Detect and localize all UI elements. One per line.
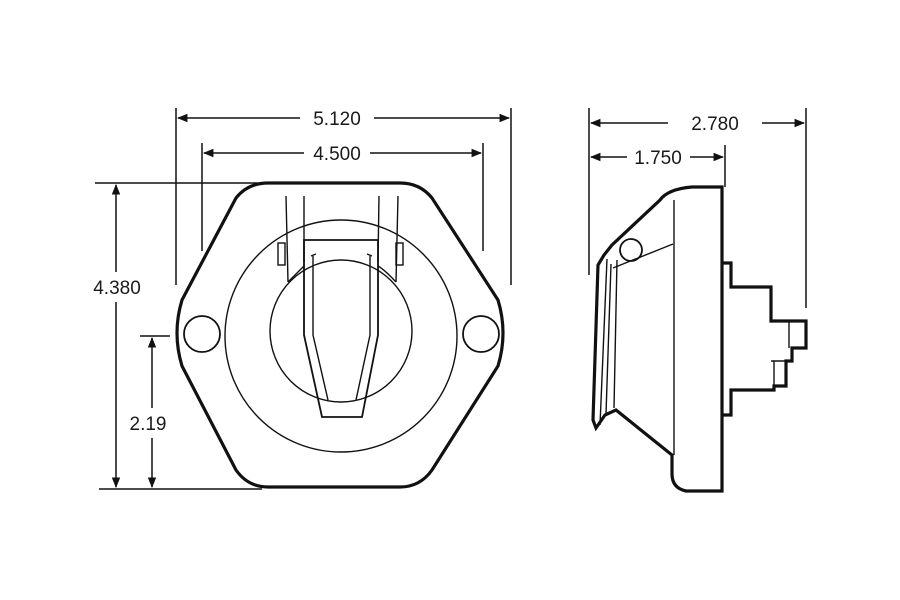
- side-dimensions: 2.780 1.750: [588, 108, 807, 308]
- dim-overall-width: 5.120: [313, 109, 361, 130]
- dim-overall-depth: 2.780: [691, 114, 739, 135]
- front-dimensions: 5.120 4.500 4.380 2.19: [93, 108, 512, 490]
- hinge-pin-side: [619, 238, 643, 262]
- front-view: [175, 181, 505, 489]
- dim-hole-spacing: 4.500: [313, 144, 361, 165]
- mounting-hole-right: [462, 315, 500, 353]
- flange-outline: [175, 181, 505, 489]
- mounting-hole-left: [183, 315, 221, 353]
- flange-side: [591, 185, 724, 493]
- hinge-pin-right: [395, 242, 404, 266]
- side-view: [591, 185, 808, 493]
- hinge-bracket-right: [377, 195, 399, 283]
- socket-insert-circle: [269, 259, 413, 403]
- dim-overall-height: 4.380: [93, 278, 141, 299]
- socket-face-circle: [224, 219, 458, 453]
- socket-cover-lid: [303, 239, 379, 418]
- hinge-pin-left: [277, 242, 286, 266]
- rear-boss: [722, 261, 808, 417]
- dim-body-depth: 1.750: [634, 148, 682, 169]
- dim-hole-center-height: 2.19: [130, 414, 167, 435]
